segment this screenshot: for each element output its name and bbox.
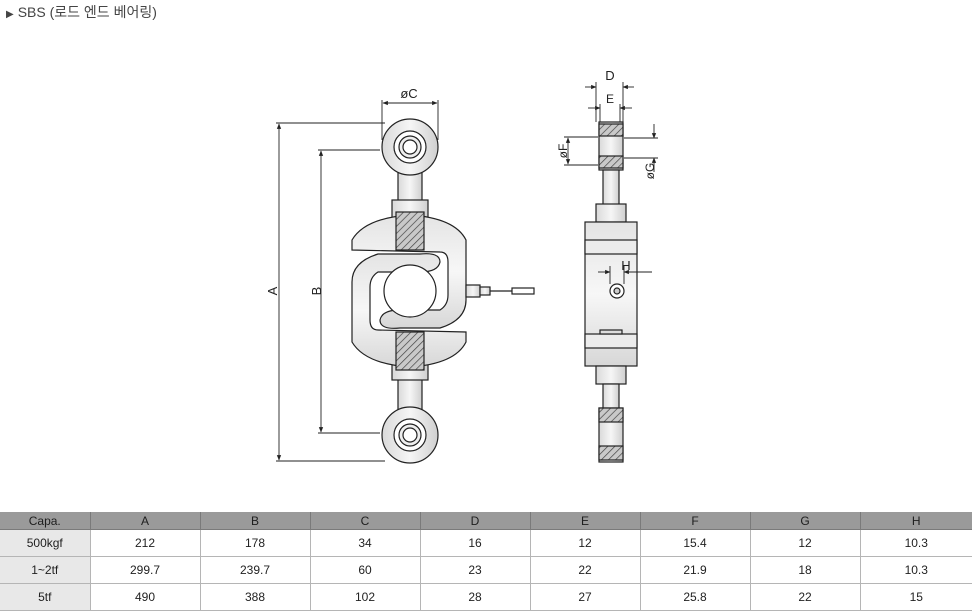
dim-label-g: øG: [643, 163, 657, 180]
side-dimensions: [564, 82, 658, 284]
dim-label-f: øF: [556, 144, 570, 159]
table-cell: 178: [200, 529, 311, 557]
table-cell: 60: [310, 556, 421, 584]
table-row: 1~2tf 299.7 239.7 60 23 22 21.9 18 10.3: [0, 556, 972, 584]
cell-capa: 1~2tf: [0, 556, 91, 584]
table-cell: 23: [420, 556, 531, 584]
table-cell: 212: [90, 529, 201, 557]
table-cell: 15.4: [640, 529, 751, 557]
header-a: A: [90, 512, 201, 530]
title-text: SBS (로드 엔드 베어링): [17, 4, 157, 20]
table-cell: 21.9: [640, 556, 751, 584]
side-view: [584, 121, 638, 463]
dim-label-d: D: [605, 68, 614, 83]
header-g: G: [750, 512, 861, 530]
table-cell: 18: [750, 556, 861, 584]
table-cell: 34: [310, 529, 421, 557]
header-capa: Capa.: [0, 512, 91, 530]
center-hole: [383, 264, 437, 318]
table-cell: 16: [420, 529, 531, 557]
table-cell: 22: [750, 583, 861, 611]
header-b: B: [200, 512, 311, 530]
cell-capa: 500kgf: [0, 529, 91, 557]
header-f: F: [640, 512, 751, 530]
table-cell: 299.7: [90, 556, 201, 584]
bottom-rod-end: [381, 359, 439, 464]
top-rod-end: [381, 118, 439, 221]
table-header-row: Capa. A B C D E F G H: [0, 512, 972, 530]
table-row: 5tf 490 388 102 28 27 25.8 22 15: [0, 583, 972, 611]
dim-label-e: E: [606, 92, 614, 106]
spec-table: Capa. A B C D E F G H 500kgf 212 178 34 …: [0, 512, 972, 611]
front-dimensions: [276, 100, 439, 462]
header-h: H: [860, 512, 972, 530]
table-cell: 22: [530, 556, 641, 584]
dim-label-h: H: [621, 258, 630, 273]
dim-label-c: øC: [400, 86, 417, 101]
page-title: ▶SBS (로드 엔드 베어링): [6, 2, 157, 22]
table-cell: 10.3: [860, 529, 972, 557]
table-cell: 239.7: [200, 556, 311, 584]
table-cell: 12: [750, 529, 861, 557]
technical-drawing: A B øC: [265, 68, 658, 464]
table-cell: 388: [200, 583, 311, 611]
table-cell: 27: [530, 583, 641, 611]
front-view: [351, 118, 535, 464]
header-d: D: [420, 512, 531, 530]
dim-label-b: B: [309, 287, 324, 296]
table-cell: 12: [530, 529, 641, 557]
header-c: C: [310, 512, 421, 530]
dim-label-a: A: [265, 286, 280, 295]
table-cell: 25.8: [640, 583, 751, 611]
table-row: 500kgf 212 178 34 16 12 15.4 12 10.3: [0, 529, 972, 557]
table-cell: 490: [90, 583, 201, 611]
table-cell: 28: [420, 583, 531, 611]
header-e: E: [530, 512, 641, 530]
table-cell: 102: [310, 583, 421, 611]
triangle-icon: ▶: [6, 9, 14, 20]
cell-capa: 5tf: [0, 583, 91, 611]
table-cell: 15: [860, 583, 972, 611]
table-cell: 10.3: [860, 556, 972, 584]
